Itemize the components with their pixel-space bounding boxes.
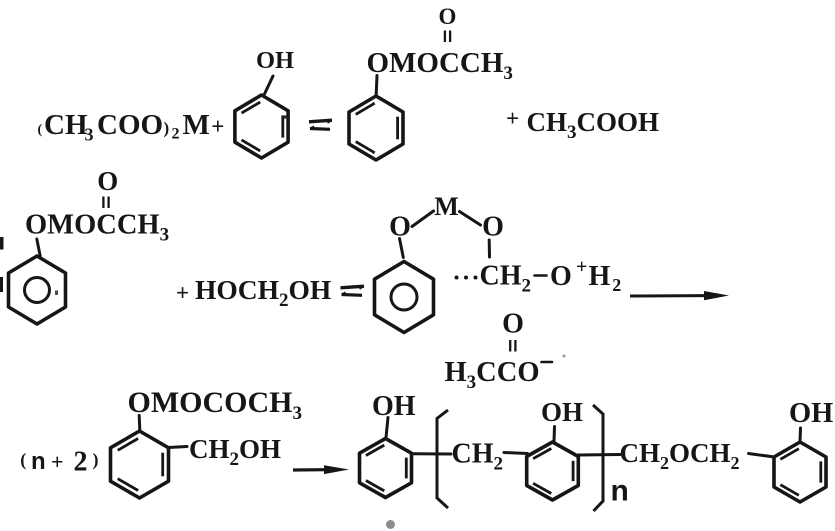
svg-text:OH: OH [289, 274, 332, 305]
svg-text:2: 2 [522, 276, 532, 297]
svg-text:H: H [445, 357, 467, 388]
svg-text:CH: CH [527, 107, 568, 137]
svg-text:O: O [550, 261, 572, 292]
svg-text:+: + [176, 280, 189, 305]
svg-text:OH: OH [372, 391, 416, 422]
svg-text:3: 3 [567, 122, 577, 143]
svg-text:+: + [506, 106, 519, 131]
svg-text:2: 2 [494, 454, 504, 475]
svg-text:(: ( [38, 123, 43, 138]
svg-text:CH: CH [620, 438, 661, 468]
svg-text:OH: OH [239, 434, 281, 464]
svg-text:2: 2 [660, 453, 669, 473]
svg-text:H: H [589, 261, 611, 292]
svg-text:M: M [434, 192, 459, 221]
svg-text:2: 2 [74, 447, 88, 478]
svg-text:): ) [93, 450, 99, 471]
svg-text:3: 3 [160, 225, 170, 246]
svg-text:OMOCCH: OMOCCH [367, 47, 504, 79]
svg-text:OCH: OCH [669, 438, 731, 468]
svg-text:+: + [576, 256, 587, 278]
svg-text:OMOCOCH: OMOCOCH [128, 386, 293, 419]
svg-text:): ) [164, 119, 170, 138]
svg-text:3: 3 [85, 125, 94, 145]
svg-text:2: 2 [172, 126, 180, 143]
svg-text:O: O [482, 212, 504, 243]
svg-text:n: n [611, 475, 629, 508]
svg-text:O: O [502, 309, 524, 340]
svg-text:(: ( [20, 450, 26, 471]
svg-text:O: O [439, 4, 457, 29]
svg-text:COO: COO [97, 109, 163, 141]
svg-text:2: 2 [230, 449, 240, 470]
svg-text:OH: OH [541, 397, 583, 427]
svg-text:+: + [211, 114, 224, 139]
svg-text:OH: OH [789, 398, 833, 429]
svg-text:CH: CH [189, 434, 230, 464]
svg-text:n: n [31, 448, 46, 475]
svg-text:3: 3 [467, 372, 477, 393]
svg-text:3: 3 [292, 403, 302, 424]
svg-text:HOCH: HOCH [195, 274, 279, 305]
svg-text:COOH: COOH [577, 107, 660, 137]
svg-text:CCO: CCO [476, 357, 539, 388]
svg-text:CH: CH [480, 261, 522, 292]
svg-text:O: O [97, 166, 118, 196]
svg-text:+: + [51, 449, 64, 474]
svg-text:2: 2 [279, 290, 289, 311]
svg-text:3: 3 [503, 63, 513, 84]
svg-text:2: 2 [612, 275, 621, 295]
svg-text:M: M [183, 109, 210, 141]
svg-text:O: O [389, 212, 411, 243]
svg-text:CH: CH [452, 439, 494, 470]
svg-text:OMOCCH: OMOCCH [25, 210, 160, 241]
svg-text:CH: CH [44, 109, 88, 141]
svg-text:OH: OH [256, 47, 294, 74]
svg-text:2: 2 [731, 453, 740, 473]
